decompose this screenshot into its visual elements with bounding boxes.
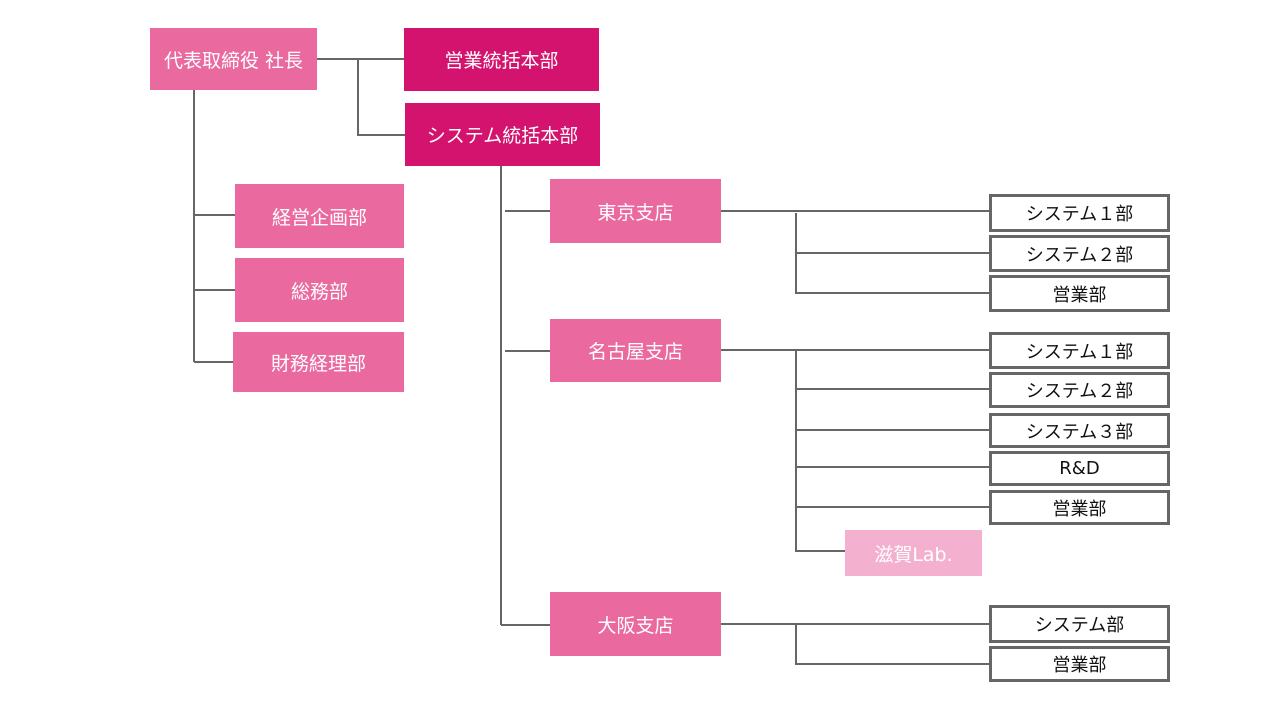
system-hq-label: システム統括本部 — [426, 125, 579, 147]
system-hq-box[interactable]: システム統括本部 — [405, 103, 600, 166]
corporate-planning-label: 経営企画部 — [271, 206, 367, 229]
nagoya-dept-rnd-label: R&D — [1059, 458, 1100, 479]
tokyo-dept-system2-label: システム２部 — [1025, 244, 1134, 266]
general-affairs-box[interactable]: 総務部 — [235, 258, 404, 322]
sales-hq-box[interactable]: 営業統括本部 — [404, 28, 599, 91]
nagoya-dept-system1[interactable]: システム１部 — [989, 332, 1170, 369]
nagoya-dept-rnd[interactable]: R&D — [989, 451, 1170, 486]
osaka-dept-sales-label: 営業部 — [1052, 655, 1107, 676]
tokyo-dept-sales-label: 営業部 — [1052, 284, 1107, 306]
tokyo-branch-label: 東京支店 — [597, 201, 674, 224]
sales-hq-label: 営業統括本部 — [444, 50, 559, 72]
nagoya-dept-system2[interactable]: システム２部 — [989, 372, 1170, 408]
tokyo-branch-box[interactable]: 東京支店 — [550, 179, 721, 243]
nagoya-dept-sales-label: 営業部 — [1052, 498, 1107, 520]
osaka-branch-box[interactable]: 大阪支店 — [550, 592, 721, 656]
osaka-dept-sales[interactable]: 営業部 — [989, 646, 1170, 682]
nagoya-dept-system3-label: システム３部 — [1025, 421, 1134, 443]
corporate-planning-box[interactable]: 経営企画部 — [235, 184, 404, 248]
nagoya-dept-sales[interactable]: 営業部 — [989, 490, 1170, 525]
tokyo-dept-sales[interactable]: 営業部 — [989, 275, 1170, 312]
tokyo-dept-system1-label: システム１部 — [1025, 204, 1134, 225]
president-label: 代表取締役 社長 — [163, 49, 304, 72]
nagoya-branch-box[interactable]: 名古屋支店 — [550, 319, 721, 382]
shiga-lab-label: 滋賀Lab. — [874, 543, 953, 566]
osaka-branch-label: 大阪支店 — [597, 614, 674, 637]
nagoya-branch-label: 名古屋支店 — [587, 341, 683, 363]
osaka-dept-system-label: システム部 — [1034, 615, 1125, 636]
nagoya-dept-system3[interactable]: システム３部 — [989, 413, 1170, 448]
president-box[interactable]: 代表取締役 社長 — [150, 28, 317, 90]
tokyo-dept-system2[interactable]: システム２部 — [989, 235, 1170, 272]
nagoya-dept-system2-label: システム２部 — [1025, 381, 1134, 402]
general-affairs-label: 総務部 — [290, 280, 348, 303]
tokyo-dept-system1[interactable]: システム１部 — [989, 194, 1170, 232]
connector-president-system-hq — [357, 59, 405, 136]
shiga-lab-box[interactable]: 滋賀Lab. — [845, 530, 982, 576]
nagoya-dept-system1-label: システム１部 — [1025, 341, 1134, 363]
finance-box[interactable]: 財務経理部 — [233, 332, 404, 392]
finance-label: 財務経理部 — [270, 352, 366, 375]
osaka-dept-system[interactable]: システム部 — [989, 605, 1170, 643]
